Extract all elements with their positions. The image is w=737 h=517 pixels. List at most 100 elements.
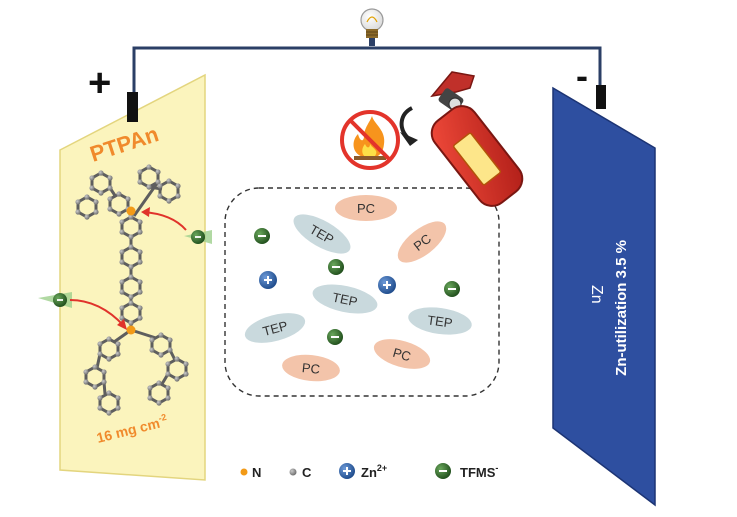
solvent-tep-2: TEP	[312, 284, 378, 314]
carbon-atom	[93, 199, 99, 205]
carbon-atom	[165, 385, 171, 391]
carbon-atom	[147, 385, 153, 391]
carbon-atom	[183, 371, 189, 377]
legend: N C Zn2+ TFMS-	[240, 463, 498, 480]
cathode-terminal	[127, 92, 138, 122]
carbon-atom	[128, 294, 134, 300]
fire-extinguisher-icon	[399, 71, 524, 207]
carbon-atom	[137, 179, 143, 185]
carbon-atom	[155, 169, 161, 175]
legend-tfms-label: TFMS-	[460, 463, 498, 480]
carbon-atom	[128, 234, 134, 240]
svg-text:PC: PC	[391, 345, 412, 364]
carbon-atom	[128, 264, 134, 270]
carbon-atom	[156, 380, 162, 386]
legend-zn-marker	[339, 463, 355, 479]
legend-tfms-marker	[435, 463, 451, 479]
carbon-atom	[115, 395, 121, 401]
carbon-atom	[119, 219, 125, 225]
carbon-atom	[137, 249, 143, 255]
circuit-wire	[132, 46, 602, 95]
solvent-tep-3: TEP	[244, 313, 306, 343]
no-fire-icon	[340, 110, 400, 170]
carbon-atom	[166, 178, 172, 184]
carbon-atom	[106, 356, 112, 362]
carbon-atom	[97, 341, 103, 347]
carbon-atom	[149, 347, 155, 353]
carbon-atom	[175, 183, 181, 189]
anode-utilization-label: Zn-utilization 3.5 %	[613, 240, 630, 376]
solvent-pc-4: PC	[373, 339, 431, 369]
carbon-atom	[75, 199, 81, 205]
carbon-atom	[174, 356, 180, 362]
carbon-atom	[137, 169, 143, 175]
carbon-atom	[137, 229, 143, 235]
anode-panel	[552, 86, 656, 507]
carbon-atom	[156, 400, 162, 406]
carbon-atom	[119, 249, 125, 255]
carbon-atom	[137, 279, 143, 285]
carbon-atom	[83, 369, 89, 375]
carbon-atom	[128, 274, 134, 280]
svg-text:TEP: TEP	[426, 312, 453, 330]
carbon-atom	[166, 198, 172, 204]
carbon-atom	[84, 194, 90, 200]
carbon-atom	[119, 289, 125, 295]
carbon-atom	[115, 341, 121, 347]
carbon-atom	[106, 336, 112, 342]
carbon-atom	[101, 379, 107, 385]
svg-text:PC: PC	[301, 360, 321, 377]
carbon-atom	[115, 405, 121, 411]
carbon-atom	[119, 315, 125, 321]
legend-n-label: N	[252, 465, 261, 480]
carbon-atom	[167, 347, 173, 353]
cathode-terminal-sign: +	[88, 61, 111, 105]
carbon-atom	[116, 191, 122, 197]
carbon-atom	[83, 379, 89, 385]
carbon-atom	[137, 305, 143, 311]
svg-text:PC: PC	[357, 201, 375, 216]
carbon-atom	[106, 390, 112, 396]
carbon-atom	[84, 214, 90, 220]
anode-material-label: Zn	[588, 285, 605, 304]
carbon-atom	[119, 259, 125, 265]
carbon-atom	[146, 164, 152, 170]
legend-c-marker	[289, 468, 297, 476]
solvent-tep-1: TEP	[293, 214, 351, 254]
carbon-atom	[116, 211, 122, 217]
solvent-pc-1: PC	[335, 195, 397, 221]
carbon-atom	[155, 179, 161, 185]
carbon-atom	[137, 259, 143, 265]
carbon-atom	[97, 351, 103, 357]
legend-zn-label: Zn2+	[361, 463, 387, 480]
carbon-atom	[149, 337, 155, 343]
carbon-atom	[107, 175, 113, 181]
carbon-atom	[147, 395, 153, 401]
carbon-atom	[107, 206, 113, 212]
carbon-atom	[158, 332, 164, 338]
carbon-atom	[97, 395, 103, 401]
nitrogen-atom	[126, 206, 136, 216]
carbon-atom	[89, 185, 95, 191]
carbon-atom	[98, 190, 104, 196]
carbon-atom	[106, 410, 112, 416]
carbon-atom	[97, 405, 103, 411]
carbon-atom	[157, 183, 163, 189]
solvent-pc-3: PC	[282, 354, 340, 382]
anion-insertion-lower	[38, 292, 127, 330]
carbon-atom	[128, 300, 134, 306]
carbon-atom	[183, 361, 189, 367]
carbon-atom	[165, 371, 171, 377]
carbon-atom	[167, 337, 173, 343]
carbon-atom	[89, 175, 95, 181]
carbon-atom	[98, 170, 104, 176]
carbon-atom	[128, 214, 134, 220]
carbon-atom	[137, 315, 143, 321]
carbon-atom	[165, 395, 171, 401]
carbon-atom	[107, 185, 113, 191]
carbon-atom	[101, 369, 107, 375]
carbon-atom	[165, 361, 171, 367]
light-bulb-icon	[360, 8, 384, 46]
anode-terminal-sign: -	[576, 55, 588, 96]
